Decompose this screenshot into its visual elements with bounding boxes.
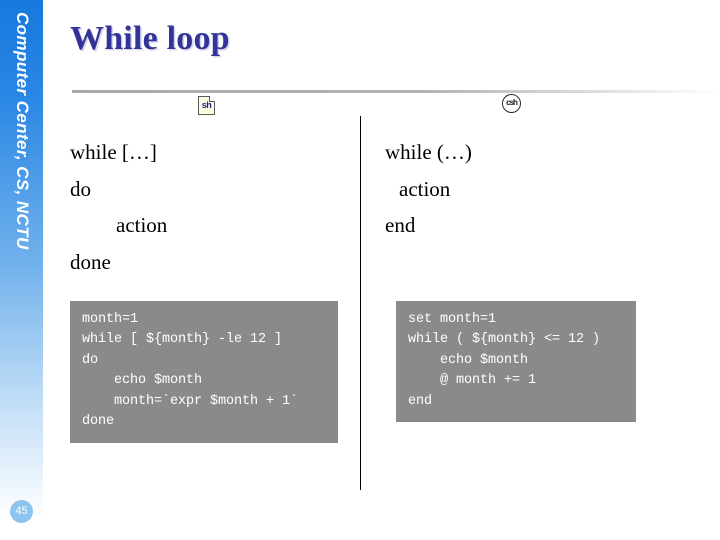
pseudocode-line: while (…) [385,140,472,164]
pseudocode-line: action [116,213,168,238]
right-pseudocode: while (…) action end [385,134,685,244]
csh-shell-icon: csh [502,94,521,113]
page-title: While loop [70,20,230,57]
pseudocode-line: end [385,213,416,238]
sh-script-file-icon: sh [198,96,215,115]
csh-code-block: set month=1 while ( ${month} <= 12 ) ech… [396,300,636,423]
right-column: csh while (…) action end [385,94,685,244]
left-column: sh while […] do action done [70,96,350,280]
pseudocode-line: action [399,176,451,201]
sh-code-block: month=1 while [ ${month} -le 12 ] do ech… [70,300,338,443]
brand-label: Computer Center, CS, NCTU [12,12,32,250]
left-icon-row: sh [70,96,350,134]
pseudocode-line: while […] [70,140,157,164]
left-pseudocode: while […] do action done [70,134,350,280]
pseudocode-line: do [70,176,91,201]
brand-sidebar: Computer Center, CS, NCTU 45 [0,0,43,540]
right-icon-row: csh [385,94,685,134]
title-divider-rule [72,90,720,93]
pseudocode-line: done [70,249,111,274]
page-number-badge: 45 [10,500,33,523]
column-divider [360,116,361,490]
